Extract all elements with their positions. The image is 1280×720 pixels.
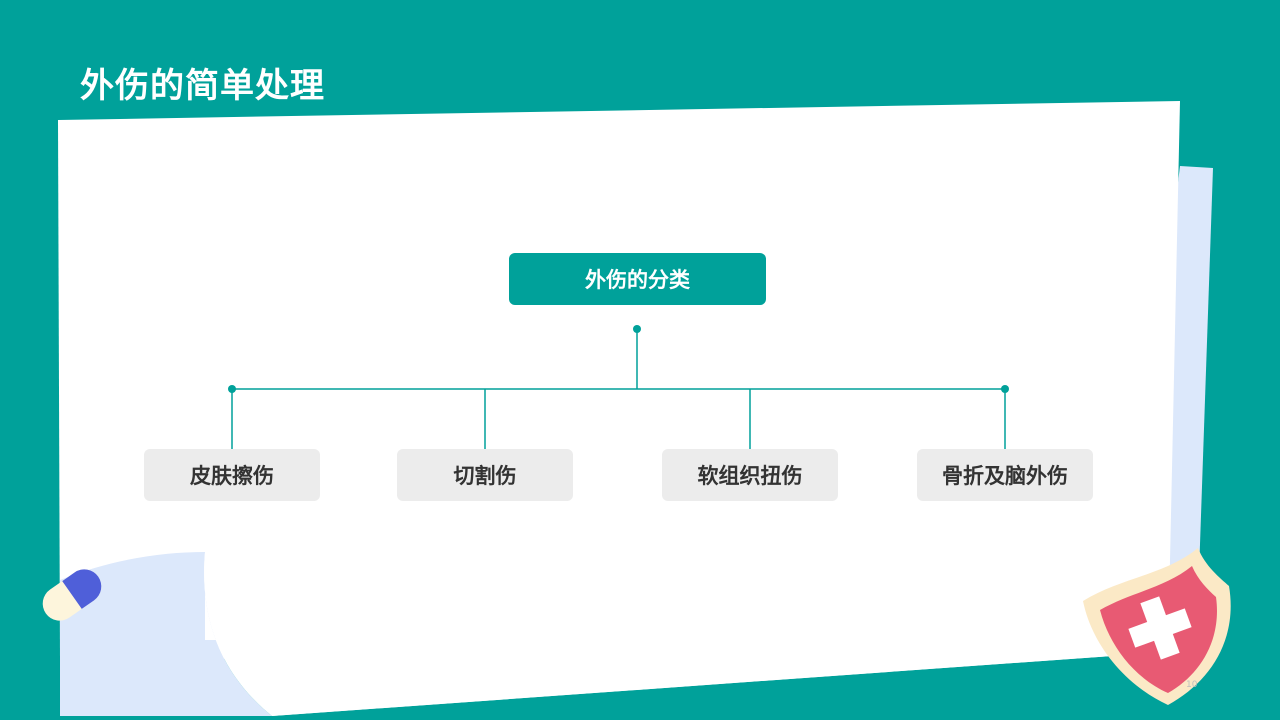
connector-dot — [228, 385, 236, 393]
connector-dot — [633, 325, 641, 333]
diagram-node-cut-wound: 切割伤 — [397, 449, 573, 501]
paper-curl — [60, 552, 272, 716]
page-number: 10 — [1186, 680, 1198, 690]
diagram-node-skin-abrasion: 皮肤擦伤 — [144, 449, 320, 501]
connector-dot — [1001, 385, 1009, 393]
connectors — [228, 325, 1009, 449]
page-title: 外伤的简单处理 — [80, 66, 325, 106]
diagram-root-node: 外伤的分类 — [509, 253, 766, 305]
paper-bottom — [204, 552, 1168, 716]
paper-sheet — [58, 101, 1180, 660]
shield-cross-icon — [1083, 548, 1231, 705]
pill-icon — [42, 569, 102, 621]
diagram-node-soft-tissue-sprain: 软组织扭伤 — [662, 449, 838, 501]
diagram-node-fracture-brain-injury: 骨折及脑外伤 — [917, 449, 1093, 501]
